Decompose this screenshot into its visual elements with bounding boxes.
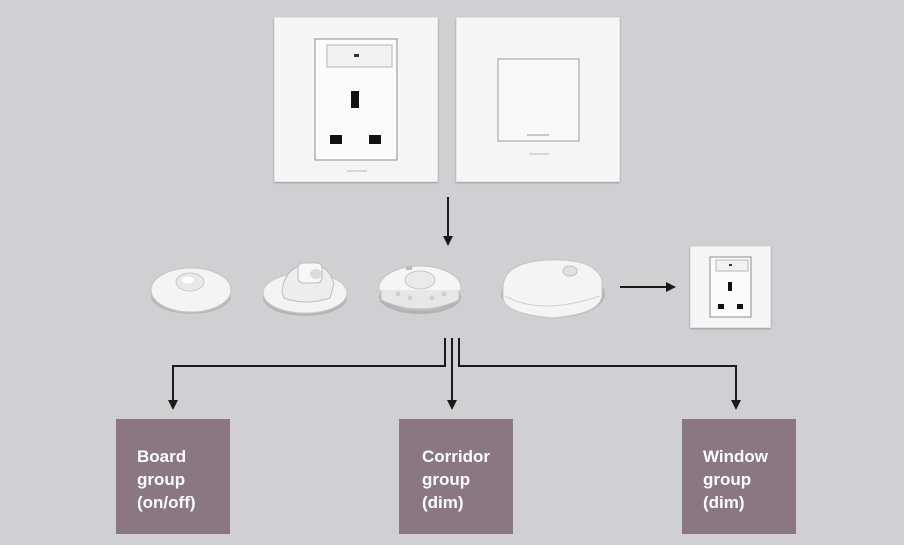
board-group-label-line3: (on/off) [137,493,196,512]
ceiling-vent-sensor-icon [378,265,462,314]
corridor-group-box: Corridor group (dim) [399,419,513,534]
output-socket-plate [690,246,771,328]
board-group-box: Board group (on/off) [116,419,230,534]
board-group-label-line2: group [137,470,186,489]
uk-socket-plate-icon [314,38,398,172]
window-group-box: Window group (dim) [682,419,796,534]
corridor-group-label-line2: group [422,470,471,489]
window-group-label-line1: Window [703,447,768,466]
board-group-label-line1: Board [137,447,187,466]
connector-window-group [458,338,741,410]
connector-board-group [168,338,446,410]
corridor-group-label-line1: Corridor [422,447,490,466]
corridor-group-label-line3: (dim) [422,493,464,512]
push-switch-plate-icon [497,58,580,155]
window-group-label-line3: (dim) [703,493,745,512]
ceiling-pir-sensor-icon [150,267,232,314]
socket-plate [274,17,438,182]
small-socket-plate-icon [709,256,752,318]
switch-plate [456,17,620,182]
oval-wireless-sensor-icon [501,259,605,319]
window-group-label-line2: group [703,470,752,489]
swivel-pir-sensor-icon [262,262,348,316]
